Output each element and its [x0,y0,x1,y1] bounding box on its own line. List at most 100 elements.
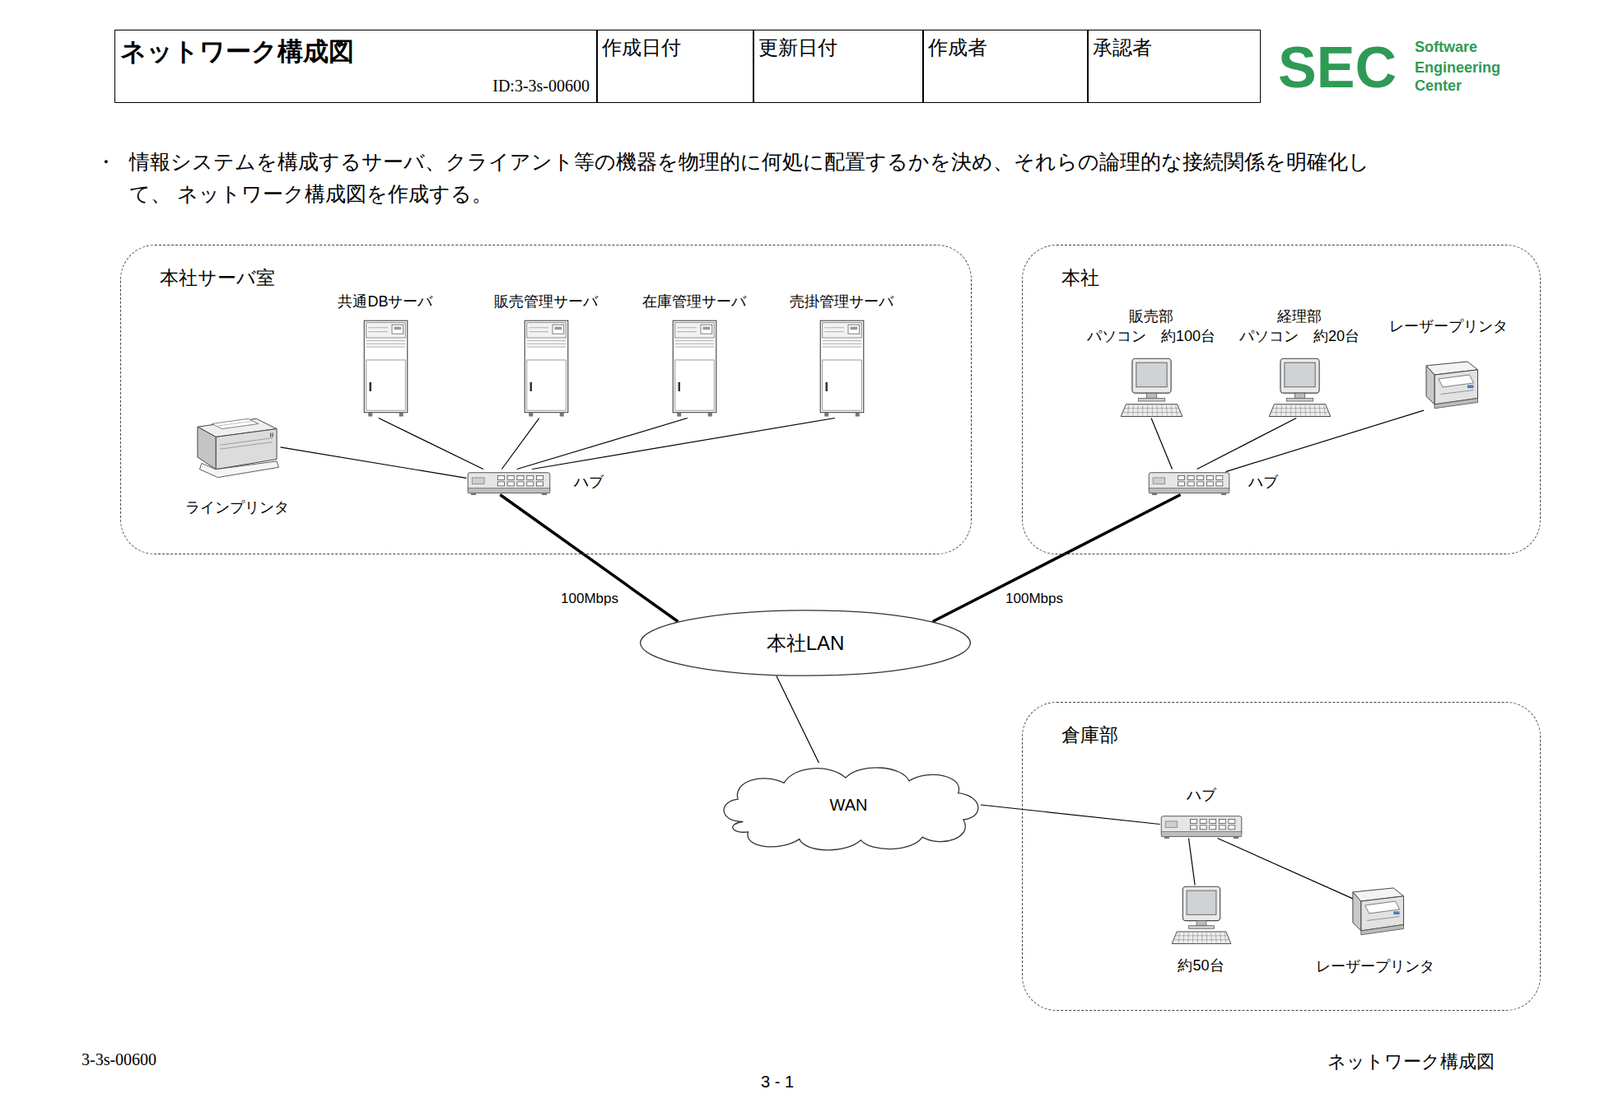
label-slot: 作成日付 [601,35,682,61]
logo-text: Software [1414,37,1478,57]
region-heading: 本社 [1061,265,1100,290]
lan-label: 本社LAN [766,629,845,656]
device-label-text: パソコン 約100台 [1086,326,1216,346]
logo-text: Center [1414,76,1462,96]
header-divider [596,29,598,103]
device-label-text: 経理部 [1277,306,1322,327]
laser-printer: レーザープリンタ [1344,883,1406,940]
logo-mark: SEC [1278,36,1397,99]
header-divider [1086,29,1089,103]
device-label: ラインプリンタ [185,497,290,518]
server-icon [363,319,409,419]
device-label: 販売部パソコン 約100台 [1086,306,1216,346]
laser-printer-icon [1344,883,1406,940]
page-title: ネットワーク構成図 [120,35,355,68]
label-slot: 情報システムを構成するサーバ、クライアント等の機器を物理的に何処に配置するかを決… [129,145,1398,210]
link-label: 100Mbps [1002,589,1066,607]
label-slot: ネットワーク構成図 [1327,1049,1495,1073]
table-header: 更新日付 [758,35,838,61]
server: 在庫管理サーバ [671,319,718,419]
bandwidth-label: 100Mbps [1002,589,1066,607]
label-slot: ・ [95,149,117,175]
device-label: レーザープリンタ [1389,316,1508,336]
network-link [280,447,467,479]
bullet: ・ [95,149,117,175]
bandwidth-label: 100Mbps [558,589,621,607]
device-label: ハブ [573,471,604,492]
hub-icon [1160,812,1243,839]
hub: ハブ [466,469,551,495]
device-label: ハブ [1186,784,1217,805]
device-label-text: 販売部 [1128,306,1174,327]
device-label: 販売管理サーバ [494,291,598,312]
lan-node: 本社LAN [639,609,972,677]
table-header: 作成者 [928,35,988,61]
label-slot: Center [1414,76,1462,96]
device-label-text: ラインプリンタ [185,497,290,518]
label-slot: 更新日付 [758,35,838,61]
footer-id: 3-3s-00600 [81,1049,157,1070]
table-header: 承認者 [1092,35,1153,61]
device-label: ハブ [1248,471,1279,492]
trunk-link [932,494,1181,622]
region-heading: 本社サーバ室 [159,265,276,290]
device-label-text: レーザープリンタ [1315,956,1435,976]
header-divider [922,29,924,103]
label-slot: 3-3s-00600 [81,1049,157,1070]
device-label-text: ハブ [1186,784,1217,805]
pc: 約50台 [1170,885,1232,946]
server-icon [671,319,718,419]
hub: ハブ [1147,469,1231,495]
pc: 経理部パソコン 約20台 [1268,357,1332,419]
table-header: 作成日付 [601,35,682,61]
room-region: 本社サーバ室共通DBサーバ販売管理サーバ在庫管理サーバ売掛管理サーバラインプリン… [120,244,972,555]
hub-icon [466,469,551,495]
device-label-text: レーザープリンタ [1389,316,1508,336]
label-slot: 3 - 1 [760,1071,794,1092]
network-link [501,418,540,470]
header-divider [752,29,755,103]
label-slot: Engineering [1414,58,1501,78]
device-label: 経理部パソコン 約20台 [1239,306,1360,346]
link-label: 100Mbps [558,589,621,607]
document-id: ID:3-3s-00600 [492,75,590,97]
pc: 販売部パソコン 約100台 [1119,357,1184,419]
device-label-text: ハブ [573,471,604,492]
device-label-text: 在庫管理サーバ [642,291,747,312]
trunk-link [499,494,678,622]
pc-icon [1119,357,1184,419]
network-link [776,675,820,763]
network-link [1217,838,1358,901]
device-label: 売掛管理サーバ [789,291,894,312]
network-link [1197,418,1297,470]
server-icon [523,319,570,419]
warehouse-region: 倉庫部ハブ約50台レーザープリンタ [1021,701,1541,1011]
network-link [531,418,835,470]
label-slot: SEC [1278,36,1397,99]
pc-icon [1268,357,1332,419]
label-slot: 作成者 [928,35,988,61]
line-printer: ラインプリンタ [193,408,281,480]
description: 情報システムを構成するサーバ、クライアント等の機器を物理的に何処に配置するかを決… [129,145,1398,210]
device-label: 約50台 [1177,955,1224,975]
device-label-text: 売掛管理サーバ [789,291,894,312]
page-number: 3 - 1 [760,1071,794,1092]
hub: ハブ [1160,812,1243,839]
server-icon [819,319,865,419]
device-label-text: 販売管理サーバ [494,291,598,312]
network-link [980,804,1161,825]
label-slot: Software [1414,37,1478,57]
device-label-text: 共通DBサーバ [337,291,433,312]
device-label-text: 約50台 [1177,955,1224,975]
device-label: 在庫管理サーバ [642,291,747,312]
laser-printer-icon [1418,357,1480,414]
wan-node: WAN [712,760,985,849]
hub-icon [1147,469,1231,495]
server: 共通DBサーバ [363,319,409,419]
footer-title: ネットワーク構成図 [1327,1049,1495,1073]
laser-printer: レーザープリンタ [1418,357,1480,414]
label-slot: ID:3-3s-00600 [492,75,590,97]
network-link [517,418,688,470]
line-printer-icon [193,408,281,480]
